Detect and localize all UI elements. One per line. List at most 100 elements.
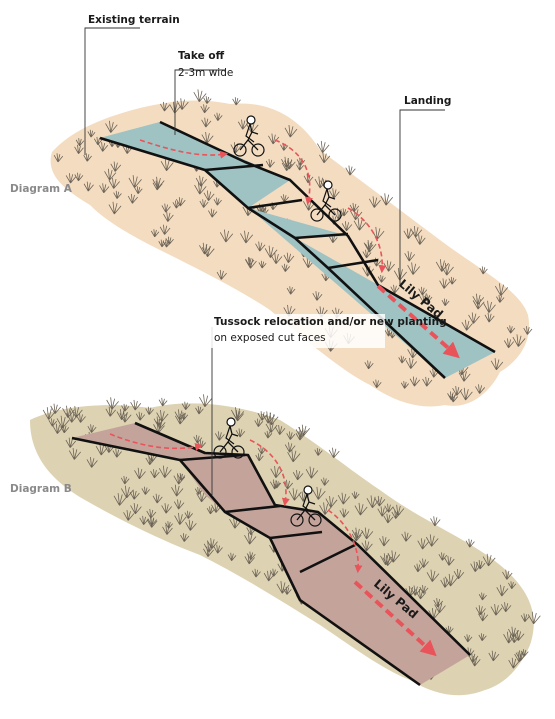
grass-tuft: [329, 234, 338, 244]
grass-tuft: [269, 568, 279, 577]
grass-tuft: [87, 129, 96, 138]
tussock-title-label: Tussock relocation and/or new planting: [214, 316, 447, 328]
grass-tuft: [120, 475, 130, 485]
grass-tuft: [496, 584, 509, 597]
grass-tuft: [372, 379, 382, 389]
grass-tuft: [331, 307, 343, 319]
grass-tuft: [163, 211, 174, 222]
tussock-label-bg: [210, 314, 385, 348]
grass-tuft: [288, 488, 302, 501]
grass-tuft: [380, 553, 393, 566]
grass-tuft: [365, 242, 374, 251]
grass-tuft: [237, 119, 249, 130]
grass-tuft: [74, 144, 84, 154]
grass-tuft: [475, 560, 486, 570]
grass-tuft: [203, 546, 214, 557]
grass-tuft: [452, 386, 463, 396]
grass-tuft: [184, 510, 193, 519]
grass-tuft: [398, 355, 407, 364]
grass-tuft: [292, 470, 304, 481]
grass-tuft: [520, 613, 530, 623]
grass-tuft: [76, 413, 86, 423]
grass-tuft: [235, 428, 246, 438]
grass-tuft: [268, 133, 280, 145]
grass-tuft: [103, 440, 116, 453]
diagram-b: Lily Pad Tussock relocation and/or new p…: [10, 314, 541, 696]
grass-tuft: [362, 249, 372, 259]
grass-tufts-a: [53, 89, 533, 403]
grass-tuft: [173, 473, 186, 485]
grass-tuft: [298, 491, 310, 502]
grass-tuft: [384, 328, 393, 337]
grass-tuft: [488, 650, 500, 662]
grass-tuft: [264, 430, 273, 439]
grass-tuft: [216, 269, 227, 280]
grass-tuft: [393, 267, 407, 281]
grass-tuft: [483, 300, 496, 313]
grass-tuft: [444, 555, 455, 566]
grass-tuft: [251, 568, 261, 578]
existing-terrain-label: Existing terrain: [88, 14, 180, 26]
grass-tuft: [213, 544, 223, 554]
grass-tuft: [68, 448, 81, 460]
grass-tuft: [328, 447, 340, 459]
grass-tuft: [158, 465, 172, 478]
grass-tuft: [214, 431, 225, 441]
grass-tuft: [284, 125, 298, 138]
lily-pad-arrow-a: [376, 284, 460, 359]
grass-tuft: [298, 424, 310, 437]
grass-tuft: [199, 242, 212, 255]
grass-tuft: [169, 101, 182, 114]
grass-tuft: [175, 197, 186, 207]
grass-tuft: [99, 183, 110, 194]
grass-tufts-b: [42, 394, 541, 680]
grass-tuft: [320, 178, 329, 188]
grass-tuft: [496, 294, 505, 303]
grass-tuft: [219, 229, 234, 243]
grass-tuft: [208, 208, 218, 218]
grass-tuft: [403, 228, 415, 239]
grass-tuft: [246, 551, 256, 560]
grass-tuft: [469, 655, 481, 667]
grass-tuft: [150, 469, 160, 479]
grass-tuft: [374, 495, 386, 507]
grass-tuft: [429, 368, 439, 378]
grass-tuft: [112, 448, 122, 458]
grass-tuft: [242, 204, 255, 217]
grass-tuft: [305, 466, 319, 479]
step-line-a-1: [204, 163, 264, 172]
grass-tuft: [108, 139, 117, 148]
grass-tuft: [281, 160, 293, 172]
grass-tuft: [265, 421, 278, 433]
grass-tuft: [503, 338, 515, 349]
grass-tuft: [110, 161, 122, 172]
step-line-a-4: [327, 258, 379, 270]
grass-tuft: [75, 138, 85, 147]
grass-tuft: [174, 413, 187, 425]
grass-tuft: [203, 541, 216, 553]
grass-tuft: [53, 153, 64, 163]
grass-tuft: [174, 512, 187, 525]
grass-tuft: [482, 553, 496, 567]
grass-tuft: [281, 263, 290, 272]
grass-tuft: [262, 411, 275, 424]
cyclist-a-2: [310, 180, 342, 222]
grass-tuft: [98, 142, 109, 152]
grass-tuft: [244, 532, 257, 545]
grass-tuft: [325, 495, 338, 508]
grass-tuft: [368, 196, 381, 208]
grass-tuft: [478, 592, 487, 601]
ride-arrow-b-2: [249, 439, 290, 507]
grass-tuft: [441, 298, 450, 307]
grass-tuft: [161, 203, 171, 213]
grass-tuft: [380, 193, 394, 206]
grass-tuft: [447, 391, 457, 401]
leader-landing: [399, 109, 445, 285]
grass-tuft: [329, 188, 340, 199]
grass-tuft: [295, 427, 307, 438]
grass-tuft: [303, 173, 314, 184]
grass-tuft: [341, 221, 353, 232]
diagram-b-label: Diagram B: [10, 483, 72, 495]
grass-tuft: [108, 177, 120, 189]
grass-tuft: [448, 276, 457, 285]
